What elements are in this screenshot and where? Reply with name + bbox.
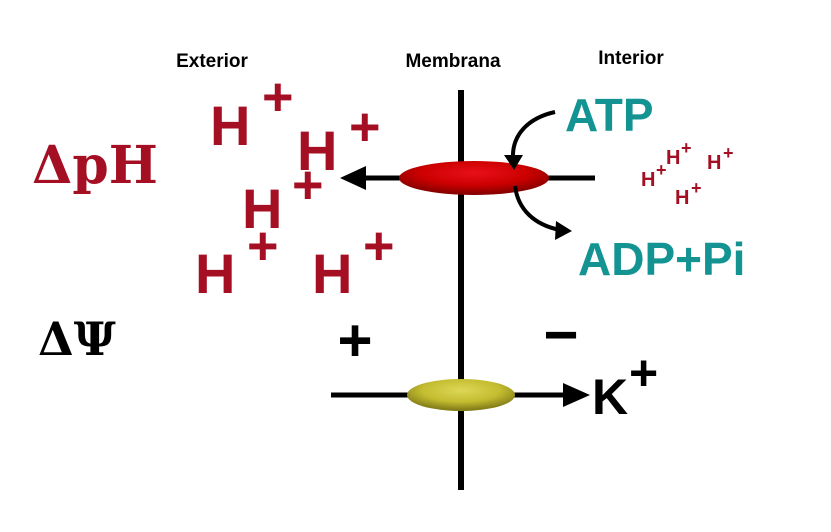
proton-charge: + xyxy=(247,216,279,276)
adp-pi-label: ADP+Pi xyxy=(578,233,745,285)
proton-charge: + xyxy=(363,216,395,276)
delta-ph-label: ΔpH xyxy=(32,135,158,196)
proton-symbol: H xyxy=(195,242,235,305)
atp-arrow xyxy=(510,110,556,159)
interior-proton: H + xyxy=(675,178,702,209)
proton-symbol: H xyxy=(312,242,352,305)
proton-charge: + xyxy=(349,97,381,157)
membrane-label: Membrana xyxy=(405,51,500,72)
delta-psi-label: ΔΨ xyxy=(38,312,116,366)
proton-charge: + xyxy=(262,67,294,127)
adp-arrowhead xyxy=(555,221,572,240)
adp-arrow xyxy=(513,185,561,232)
exterior-label: Exterior xyxy=(176,51,248,72)
proton-symbol: H xyxy=(297,119,337,182)
exterior-proton: H + xyxy=(242,155,324,240)
proton-charge: + xyxy=(681,138,692,158)
proton-charge: + xyxy=(723,143,734,163)
proton-symbol: H xyxy=(675,187,689,209)
atpase-pump xyxy=(399,161,549,195)
potassium-label: K xyxy=(592,369,628,425)
exterior-proton: H + xyxy=(210,67,294,157)
potassium-influx-arrowhead xyxy=(563,383,590,407)
interior-proton: H + xyxy=(641,160,667,191)
proton-symbol: H xyxy=(210,94,250,157)
atp-label: ATP xyxy=(565,89,654,141)
interior-label: Interior xyxy=(598,48,664,69)
interior-charge-minus: − xyxy=(543,301,578,368)
exterior-proton: H + xyxy=(312,216,395,305)
exterior-charge-plus: + xyxy=(337,307,372,374)
proton-charge: + xyxy=(691,178,702,198)
proton-charge: + xyxy=(292,155,324,215)
potassium-transporter xyxy=(407,379,515,411)
proton-symbol: H xyxy=(242,177,282,240)
interior-proton: H + xyxy=(666,138,692,169)
proton-efflux-arrowhead xyxy=(340,166,366,190)
interior-proton: H + xyxy=(707,143,734,174)
atp-arrowhead xyxy=(504,155,523,170)
proton-symbol: H xyxy=(641,169,655,191)
exterior-proton: H + xyxy=(297,97,381,182)
proton-charge: + xyxy=(656,160,667,180)
exterior-proton: H + xyxy=(195,216,279,305)
proton-symbol: H xyxy=(707,152,721,174)
proton-symbol: H xyxy=(666,147,680,169)
potassium-charge: + xyxy=(629,345,658,401)
